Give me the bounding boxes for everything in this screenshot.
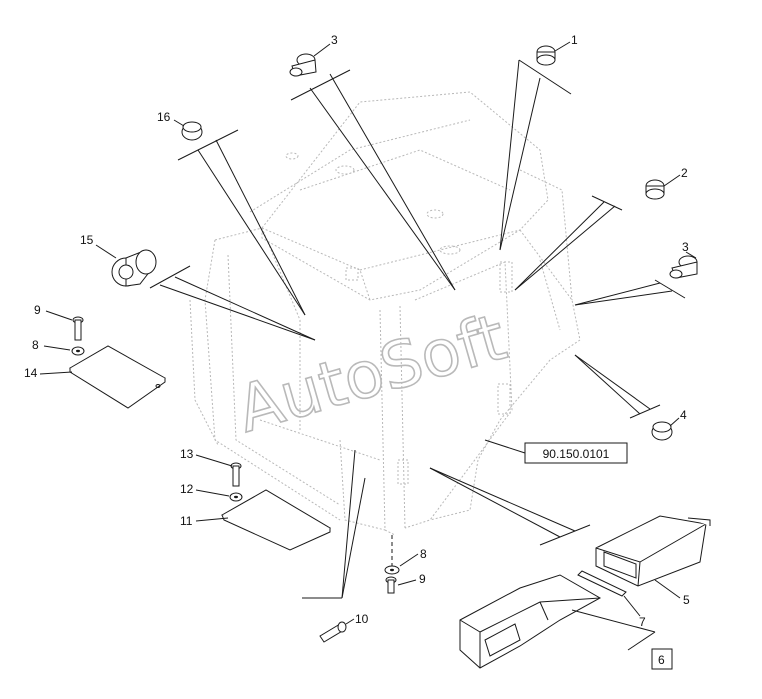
part-10-pin	[319, 621, 347, 643]
part-1-plug	[536, 45, 556, 66]
callout-4: 4	[680, 408, 687, 422]
part-11-panel	[220, 489, 332, 551]
callout-3-top: 3	[331, 33, 338, 47]
callout-13: 13	[180, 447, 194, 461]
part-9-bolt-left	[72, 316, 84, 341]
watermark-text: AutoSoft	[229, 301, 514, 448]
callout-9-left: 9	[34, 303, 41, 317]
callout-14: 14	[24, 366, 38, 380]
callout-3-right: 3	[682, 240, 689, 254]
callout-8-left: 8	[32, 338, 39, 352]
callout-10: 10	[355, 612, 369, 626]
part-2-plug	[645, 179, 665, 200]
leader-lines	[149, 59, 686, 599]
callout-7: 7	[639, 615, 646, 629]
part-8-washer-left	[71, 346, 85, 356]
callout-8-lower: 8	[420, 547, 427, 561]
part-6-duct	[459, 574, 602, 669]
reference-code: 90.150.0101	[543, 447, 610, 461]
callout-2: 2	[681, 166, 688, 180]
callout-6-box	[651, 648, 673, 670]
part-8-washer-lower	[384, 565, 400, 575]
callout-6: 6	[658, 653, 665, 667]
part-13-bolt	[230, 462, 242, 487]
callout-15: 15	[80, 233, 94, 247]
part-15-roller	[111, 249, 157, 287]
part-5-air-duct	[595, 515, 711, 587]
cab-outline	[189, 91, 581, 536]
part-4-cap	[651, 421, 673, 441]
callouts: 1 2 3 3 4 5 6 7 8 8 9 9 10 11 12 13	[24, 33, 697, 670]
part-12-washer	[229, 492, 243, 502]
part-16-cap	[181, 121, 203, 141]
part-9-bolt-lower	[385, 576, 397, 594]
part-3-clip-top	[289, 53, 317, 77]
callout-12: 12	[180, 482, 194, 496]
callout-1: 1	[571, 33, 578, 47]
callout-9-lower: 9	[419, 572, 426, 586]
part-3-clip-right	[669, 255, 698, 279]
reference-box: 90.150.0101	[524, 442, 628, 464]
part-7-rod	[577, 570, 627, 597]
part-14-panel	[69, 345, 166, 409]
callout-11: 11	[180, 514, 193, 528]
callout-5: 5	[683, 593, 690, 607]
callout-16: 16	[157, 110, 171, 124]
